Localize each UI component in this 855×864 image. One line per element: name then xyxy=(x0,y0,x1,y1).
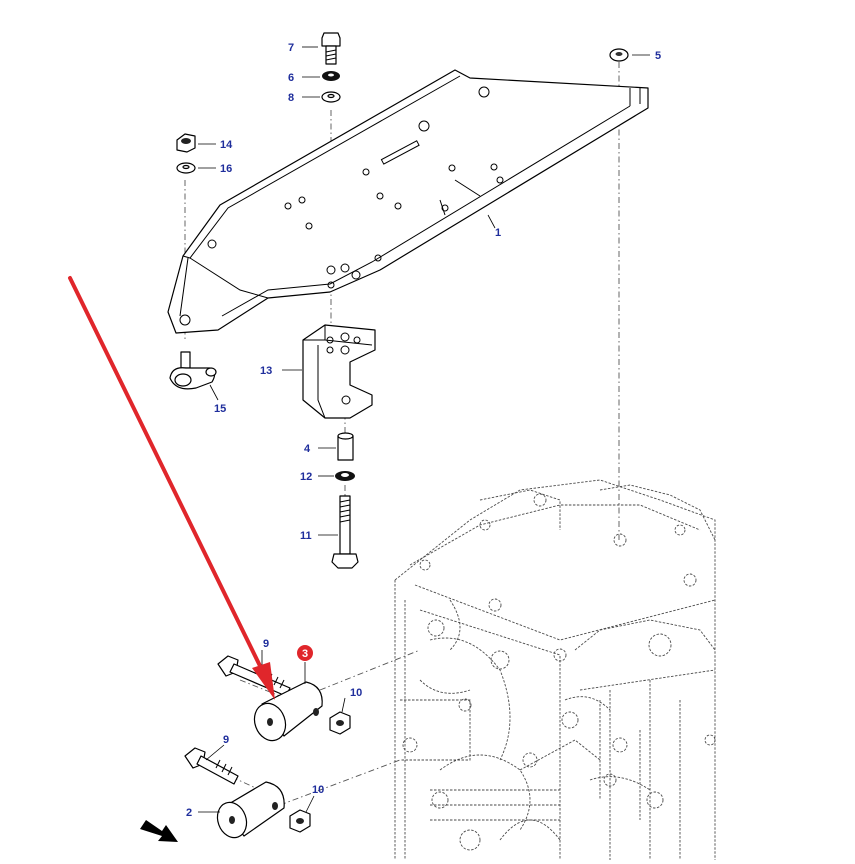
bolt-9-lower xyxy=(184,747,239,785)
callout-10-lower: 10 xyxy=(312,784,324,796)
nut-10-lower xyxy=(289,809,311,833)
washer-16 xyxy=(176,162,196,174)
callout-12: 12 xyxy=(300,471,312,483)
callout-14: 14 xyxy=(220,139,233,151)
ball-joint-15 xyxy=(169,351,217,390)
support-bracket xyxy=(302,324,376,419)
callout-5: 5 xyxy=(655,50,661,62)
highlight-badge-circle xyxy=(297,645,313,661)
pointer-arrow-icon xyxy=(68,276,275,700)
nut-10-upper xyxy=(329,711,351,735)
bushing-2 xyxy=(216,781,285,839)
callout-labels: 7 6 8 5 14 16 1 13 15 4 12 11 9 10 9 2 1… xyxy=(186,42,661,819)
bolt-11 xyxy=(331,495,359,569)
callout-leader-lines xyxy=(198,46,650,813)
callout-16: 16 xyxy=(220,163,232,175)
mounting-plate xyxy=(167,69,649,334)
bushing-3-highlighted xyxy=(253,681,323,742)
callout-9-upper: 9 xyxy=(263,638,269,650)
callout-13: 13 xyxy=(260,365,272,377)
washer-12 xyxy=(335,471,355,481)
callout-4: 4 xyxy=(304,443,311,455)
direction-arrow-icon xyxy=(140,820,178,842)
callout-8: 8 xyxy=(288,92,294,104)
callout-15: 15 xyxy=(214,403,226,415)
spacer-4 xyxy=(337,432,354,461)
callout-7: 7 xyxy=(288,42,294,54)
callout-3: 3 xyxy=(302,648,308,660)
washer-5 xyxy=(609,48,629,62)
callout-2: 2 xyxy=(186,807,192,819)
callout-10-upper: 10 xyxy=(350,687,362,699)
nut-14 xyxy=(176,133,196,153)
callout-9-lower: 9 xyxy=(223,734,229,746)
callout-6: 6 xyxy=(288,72,294,84)
highlight-badge-part-3: 3 xyxy=(297,645,313,661)
engine-block-outline xyxy=(394,479,716,860)
lock-washer-6 xyxy=(322,71,340,81)
callout-11: 11 xyxy=(300,530,312,542)
bolt-9-upper xyxy=(217,655,291,697)
washer-8 xyxy=(321,91,341,103)
callout-1: 1 xyxy=(495,227,501,239)
bolt-7 xyxy=(321,32,341,65)
